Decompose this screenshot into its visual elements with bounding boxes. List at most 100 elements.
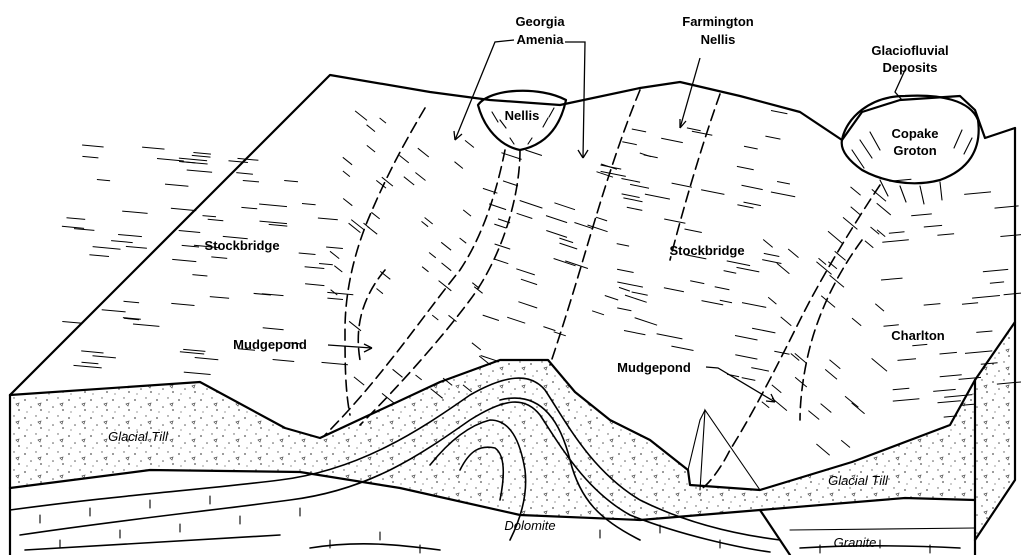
hachure-mark: [183, 349, 205, 351]
hachure-mark: [715, 287, 730, 290]
hachure-mark: [299, 253, 316, 255]
hachure-mark: [965, 351, 992, 354]
hachure-mark: [518, 302, 537, 308]
hachure-mark: [517, 213, 533, 218]
hachure-mark: [559, 238, 573, 243]
hachure-mark: [494, 224, 506, 228]
hachure-mark: [795, 377, 807, 387]
hachure-mark: [940, 352, 957, 354]
hachure-mark: [632, 129, 646, 132]
hachure-mark: [122, 211, 147, 213]
hachure-mark: [554, 203, 575, 210]
hachure-mark: [404, 177, 414, 185]
label-stockbridge-left: Stockbridge: [204, 238, 279, 253]
hachure-mark: [449, 315, 457, 321]
hachure-mark: [179, 231, 201, 233]
hachure-mark: [142, 147, 164, 149]
hachure-mark: [481, 356, 500, 362]
hachure-mark: [768, 297, 776, 304]
hachure-mark: [601, 165, 622, 169]
hachure-mark: [74, 365, 102, 368]
hachure-mark: [416, 375, 422, 380]
hachure-mark: [465, 140, 474, 147]
label-nellis-knob: Nellis: [505, 108, 540, 123]
hachure-mark: [349, 223, 361, 232]
hachure-mark: [821, 296, 835, 308]
hachure-mark: [380, 271, 390, 279]
label-glacial-till-left: Glacial Till: [108, 429, 169, 444]
hachure-mark: [343, 171, 350, 177]
hachure-mark: [489, 204, 506, 210]
hachure-mark: [830, 360, 841, 369]
hachure-mark: [852, 318, 861, 326]
hachure-mark: [937, 234, 954, 236]
hachure-mark: [865, 241, 873, 248]
hachure-mark: [195, 358, 219, 360]
hachure-mark: [742, 378, 756, 381]
hachure-mark: [483, 315, 499, 320]
hachure-mark: [343, 199, 352, 206]
hachure-mark: [777, 263, 790, 274]
hachure-mark: [664, 219, 685, 223]
hachure-mark: [702, 301, 724, 305]
hachure-mark: [751, 368, 769, 372]
label-granite: Granite: [834, 535, 877, 550]
hachure-mark: [243, 181, 259, 182]
hachure-mark: [762, 260, 781, 264]
hachure-mark: [893, 399, 920, 401]
hachure-mark: [259, 204, 287, 207]
hachure-mark: [635, 318, 658, 326]
hachure-mark: [203, 216, 217, 217]
hachure-mark: [630, 184, 649, 188]
hachure-mark: [302, 204, 316, 205]
hachure-mark: [367, 145, 375, 152]
hachure-mark: [819, 258, 827, 264]
label-georgia: Georgia: [515, 14, 565, 29]
label-arrows: [328, 40, 905, 402]
hachure-mark: [82, 156, 98, 158]
hachure-mark: [284, 181, 298, 182]
hachure-mark: [852, 403, 865, 414]
hachure-mark: [841, 440, 850, 447]
label-glaciofluvial: Glaciofluvial: [871, 43, 948, 58]
hachure-mark: [962, 303, 978, 305]
label-farmington-nellis: Nellis: [701, 32, 736, 47]
hachure-mark: [67, 218, 86, 220]
hachure-mark: [520, 201, 543, 209]
hachure-mark: [327, 292, 353, 294]
hachure-mark: [81, 351, 103, 353]
hachure-mark: [305, 284, 324, 286]
hachure-mark: [687, 128, 701, 131]
hachure-mark: [543, 327, 555, 331]
hachure-mark: [617, 282, 643, 287]
hachure-mark: [692, 131, 712, 135]
hachure-mark: [763, 240, 773, 248]
georgia-amenia-left-arrow: [455, 40, 514, 140]
hachure-mark: [455, 162, 463, 169]
label-deposits: Deposits: [883, 60, 938, 75]
hachure-mark: [872, 358, 887, 371]
hachure-mark: [260, 221, 288, 224]
hachure-mark: [690, 281, 704, 284]
label-mudgepond-right: Mudgepond: [617, 360, 691, 375]
hachure-mark: [623, 198, 642, 202]
hachure-mark: [399, 155, 408, 163]
hachure-mark: [546, 231, 567, 238]
hachure-mark: [990, 282, 1004, 283]
mudgepond-left-arrow: [328, 345, 372, 348]
hachure-mark: [765, 136, 780, 139]
label-dolomite: Dolomite: [504, 518, 555, 533]
hachure-mark: [318, 218, 338, 220]
hachure-mark: [367, 125, 375, 132]
hachure-mark: [184, 372, 211, 374]
hachure-mark: [102, 310, 126, 312]
label-groton: Groton: [893, 143, 936, 158]
hachure-mark: [354, 377, 364, 385]
hachure-mark: [627, 207, 643, 210]
hachure-mark: [371, 212, 379, 219]
hachure-mark: [592, 311, 604, 315]
hachure-mark: [622, 194, 640, 198]
hachure-mark: [111, 241, 133, 243]
hachure-mark: [771, 192, 795, 197]
